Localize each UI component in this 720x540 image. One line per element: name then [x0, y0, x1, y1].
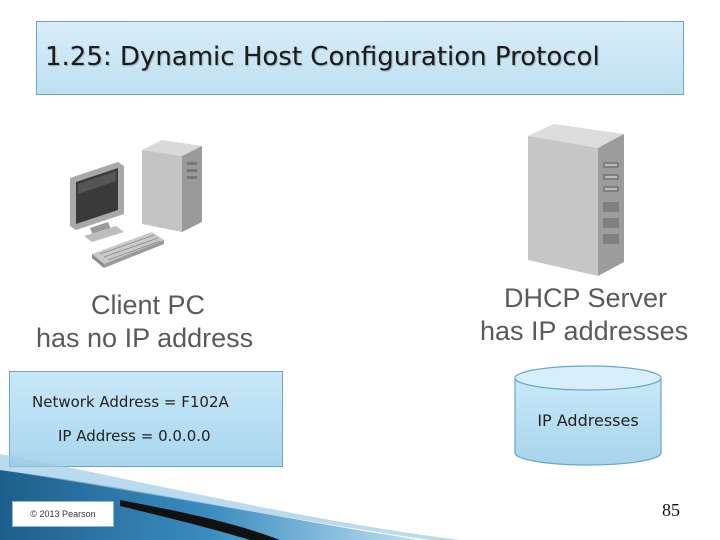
- slide-title: 1.25: Dynamic Host Configuration Protoco…: [45, 42, 600, 72]
- server-label-line2: has IP addresses: [480, 316, 689, 346]
- network-address-text: Network Address = F102A: [32, 393, 229, 411]
- server-tower-icon: [528, 124, 624, 276]
- database-cylinder-icon: [514, 365, 662, 466]
- ip-address-text: IP Address = 0.0.0.0: [58, 427, 211, 445]
- copyright-notice: © 2013 Pearson: [12, 501, 114, 527]
- client-pc-label: Client PC has no IP address: [36, 289, 253, 355]
- server-label-line1: DHCP Server: [504, 283, 668, 313]
- title-banner: 1.25: Dynamic Host Configuration Protoco…: [36, 21, 684, 95]
- dhcp-server-label: DHCP Server has IP addresses: [480, 282, 688, 348]
- client-address-box: Network Address = F102A IP Address = 0.0…: [9, 371, 283, 467]
- client-label-line2: has no IP address: [36, 323, 254, 353]
- desktop-computer-icon: [70, 140, 202, 268]
- page-number: 85: [662, 500, 680, 520]
- ip-addresses-label: IP Addresses: [537, 411, 639, 430]
- client-label-line1: Client PC: [91, 290, 206, 320]
